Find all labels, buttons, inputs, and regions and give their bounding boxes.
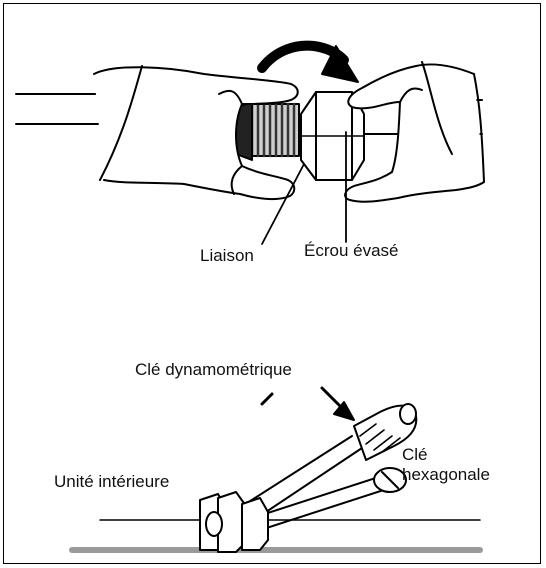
hex-wrench-label: Clé hexagonale xyxy=(402,445,490,485)
torque-arrow-marks xyxy=(262,388,354,420)
hex-wrench-label-line1: Clé xyxy=(402,445,490,465)
right-hand xyxy=(345,62,484,202)
torque-wrench-label: Clé dynamométrique xyxy=(135,360,292,380)
flare-nut-label: Écrou évasé xyxy=(304,241,399,261)
liaison-label: Liaison xyxy=(200,246,254,266)
rotation-arrow xyxy=(262,46,358,82)
figure-frame: Liaison Écrou évasé Clé dynamométrique U… xyxy=(3,3,541,564)
indoor-unit-label: Unité intérieure xyxy=(54,472,169,492)
top-illustration xyxy=(16,46,484,244)
hex-wrench-label-line2: hexagonale xyxy=(402,465,490,485)
fitting-nuts xyxy=(200,492,268,552)
coupling-thread xyxy=(247,104,299,156)
